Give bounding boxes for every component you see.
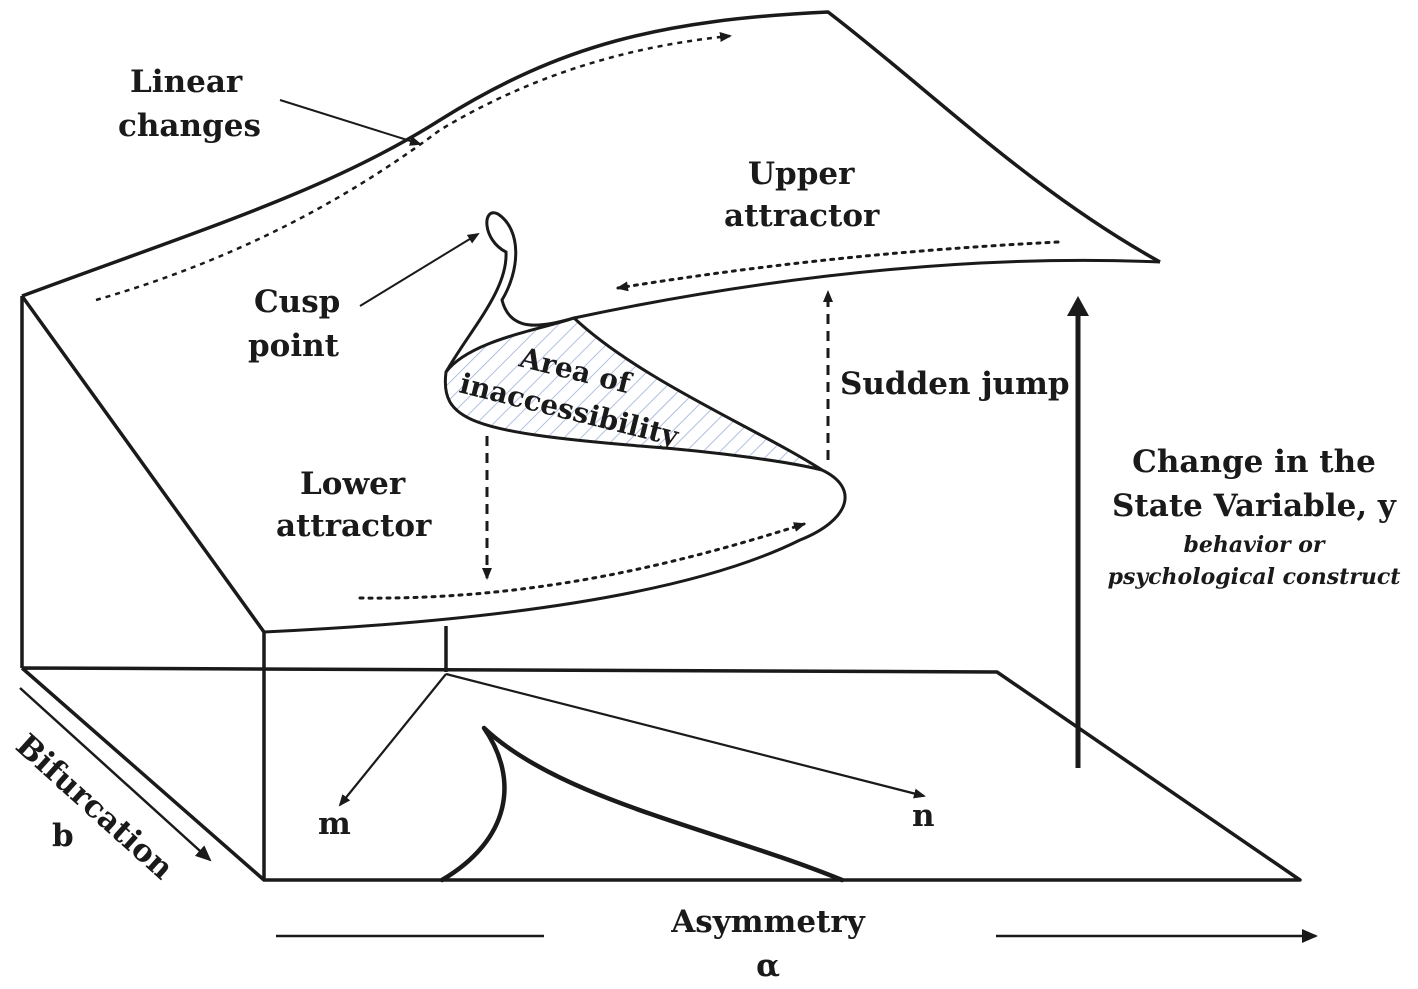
- label-state-variable-2: State Variable, y: [1112, 488, 1397, 524]
- label-linear-changes-1: Linear: [130, 64, 243, 100]
- label-cusp-point-2: point: [248, 328, 340, 364]
- label-lower-attractor-2: attractor: [276, 508, 432, 544]
- label-lower-attractor-1: Lower: [300, 466, 406, 502]
- linear-change-path: [95, 32, 732, 302]
- upper-sheet-edge: [21, 10, 1161, 298]
- lower-attractor-path: [358, 522, 806, 600]
- plane-outline: [20, 666, 1302, 882]
- bifurcation-axis-arrow: [19, 687, 212, 862]
- label-bifurcation: Bifurcation: [9, 727, 181, 887]
- area-of-inaccessibility: [443, 316, 823, 472]
- label-upper-attractor-1: Upper: [748, 156, 855, 192]
- label-bifurcation-b: b: [52, 818, 74, 854]
- behavior-surface: [20, 10, 1161, 634]
- label-linear-changes-2: changes: [118, 108, 261, 144]
- surface-left-wall: [20, 294, 266, 634]
- label-state-variable-3: behavior or: [1184, 532, 1326, 558]
- label-sudden-jump: Sudden jump: [840, 366, 1070, 402]
- bifurcation-set-curve: [439, 725, 845, 883]
- n-axis-arrow: [445, 672, 926, 799]
- m-axis-arrow: [338, 673, 447, 807]
- upper-sheet-front-edge: [573, 258, 1161, 320]
- label-state-variable-4: psychological construct: [1108, 564, 1401, 590]
- control-plane: [20, 296, 1302, 882]
- upper-attractor-path: [616, 240, 1060, 292]
- label-n: n: [912, 798, 935, 834]
- cusp-point-pointer: [359, 232, 480, 307]
- label-asymmetry: Asymmetry: [670, 904, 865, 940]
- label-cusp-point-1: Cusp: [254, 284, 340, 320]
- label-upper-attractor-2: attractor: [724, 198, 880, 234]
- label-state-variable-1: Change in the: [1132, 444, 1376, 480]
- lower-fold-edge: [263, 468, 847, 634]
- linear-changes-pointer: [279, 99, 422, 146]
- label-asymmetry-alpha: α: [756, 948, 780, 984]
- label-m: m: [318, 806, 351, 842]
- fold-cusp-loop: [444, 211, 575, 373]
